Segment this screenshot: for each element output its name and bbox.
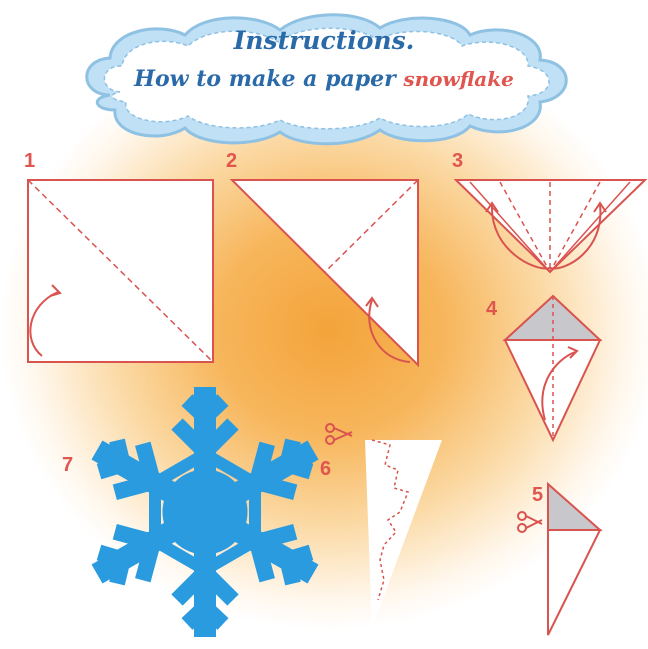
step5-diagram [518,484,600,635]
step-number-3: 3 [452,150,463,173]
step-number-2: 2 [226,150,237,173]
step-number-1: 1 [24,150,35,173]
snowflake-icon [94,387,316,637]
title-line-2-accent: snowflake [403,67,513,91]
title-line-2: How to make a paper snowflake [0,66,648,92]
title-line-1: Instructions. [0,26,648,55]
scissors-icon [518,512,542,532]
step1-diagram [28,180,213,362]
step3-diagram [456,180,645,272]
scissors-icon [326,424,352,444]
step6-diagram [326,424,442,628]
step2-diagram [232,180,418,365]
step-number-6: 6 [320,458,331,481]
title-line-2-main: How to make a paper [134,66,396,92]
step-number-5: 5 [532,484,543,507]
step4-diagram [505,296,600,440]
step-number-7: 7 [62,454,73,477]
step-number-4: 4 [486,298,497,321]
